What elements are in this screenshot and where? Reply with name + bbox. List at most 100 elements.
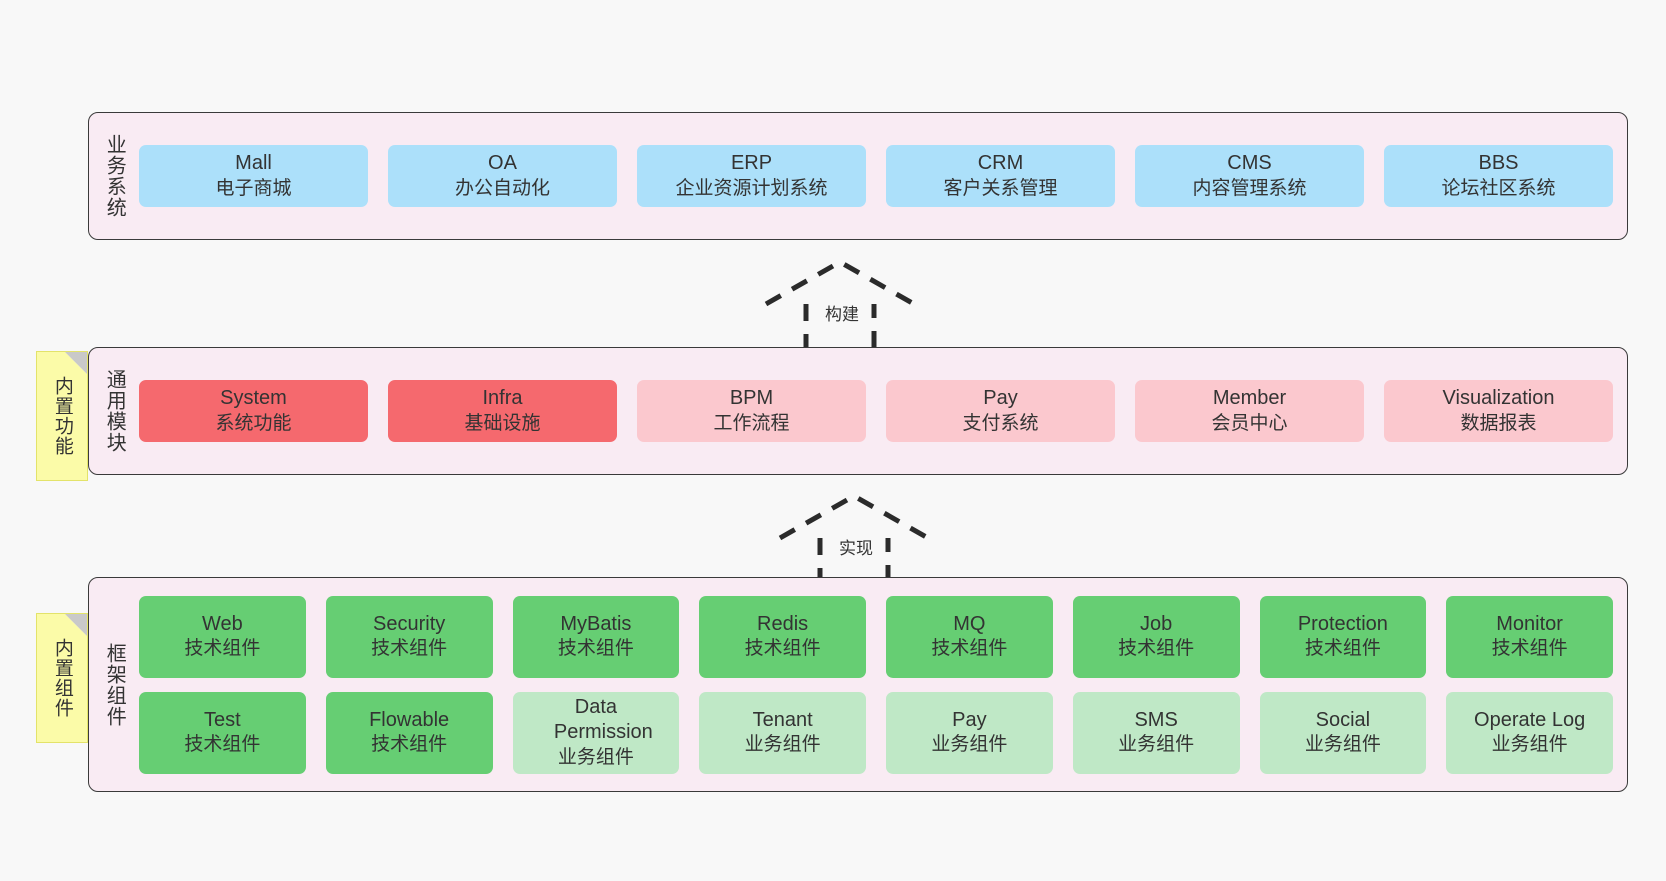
card-title-zh: 业务组件 xyxy=(1304,734,1381,756)
card-web[interactable]: Web 技术组件 xyxy=(139,595,306,678)
card-pay-component[interactable]: Pay 业务组件 xyxy=(886,691,1053,774)
card-title-en: MyBatis xyxy=(560,612,632,635)
card-title-zh: 业务组件 xyxy=(1491,734,1568,756)
card-title-en: Web xyxy=(201,612,243,635)
connector-build-label: 构建 xyxy=(825,305,860,324)
card-member[interactable]: Member 会员中心 xyxy=(1135,380,1364,442)
card-title-zh: 技术组件 xyxy=(184,638,261,660)
card-title-zh: 企业资源计划系统 xyxy=(675,177,828,199)
card-title-zh: 业务组件 xyxy=(1118,734,1195,756)
card-title-zh: 业务组件 xyxy=(931,734,1008,756)
card-title-en: Test xyxy=(204,708,241,731)
card-job[interactable]: Job 技术组件 xyxy=(1072,595,1240,678)
card-oa[interactable]: OA 办公自动化 xyxy=(388,145,617,207)
card-title-en: Flowable xyxy=(369,708,450,731)
note-builtin-features: 内置功能 xyxy=(36,351,88,481)
card-title-zh: 技术组件 xyxy=(371,638,448,660)
layer-title-framework-component: 框架组件 xyxy=(103,642,126,727)
card-infra[interactable]: Infra 基础设施 xyxy=(388,380,617,442)
card-row: Mall 电子商城 OA 办公自动化 ERP 企业资源计划系统 CRM 客户关系… xyxy=(139,145,1613,207)
card-row: System 系统功能 Infra 基础设施 BPM 工作流程 Pay 支付系统… xyxy=(139,380,1613,442)
card-title-zh: 系统功能 xyxy=(215,412,292,434)
card-title-zh: 支付系统 xyxy=(962,412,1039,434)
card-mall[interactable]: Mall 电子商城 xyxy=(139,145,368,207)
card-social[interactable]: Social 业务组件 xyxy=(1259,691,1427,774)
card-title-en: CRM xyxy=(977,152,1024,175)
card-crm[interactable]: CRM 客户关系管理 xyxy=(886,145,1115,207)
card-bbs[interactable]: BBS 论坛社区系统 xyxy=(1384,145,1613,207)
card-title-en: Monitor xyxy=(1496,612,1563,635)
card-title-zh: 会员中心 xyxy=(1211,412,1288,434)
card-row: Test 技术组件 Flowable 技术组件 Data Permission … xyxy=(139,691,1613,774)
card-title-en: CMS xyxy=(1227,152,1272,175)
card-bpm[interactable]: BPM 工作流程 xyxy=(637,380,866,442)
card-visualization[interactable]: Visualization 数据报表 xyxy=(1384,380,1613,442)
note-builtin-components: 内置组件 xyxy=(36,613,88,743)
card-title-zh: 技术组件 xyxy=(931,638,1008,660)
card-title-en: Redis xyxy=(757,612,809,635)
card-title-en: OA xyxy=(488,152,517,175)
card-title-zh: 业务组件 xyxy=(744,734,821,756)
card-title-en: Operate Log xyxy=(1474,708,1586,731)
card-title-zh: 技术组件 xyxy=(1304,638,1381,660)
card-title-en: SMS xyxy=(1134,708,1178,731)
card-data-permission[interactable]: Data Permission 业务组件 xyxy=(512,691,680,774)
card-title-en: Pay xyxy=(952,708,987,731)
card-row: Web 技术组件 Security 技术组件 MyBatis 技术组件 Redi… xyxy=(139,595,1613,678)
card-title-en: ERP xyxy=(730,152,773,175)
card-title-en: Mall xyxy=(235,152,272,175)
connector-implement-arrow: 实现 xyxy=(774,490,934,590)
card-title-zh: 技术组件 xyxy=(184,734,261,756)
card-pay[interactable]: Pay 支付系统 xyxy=(886,380,1115,442)
card-erp[interactable]: ERP 企业资源计划系统 xyxy=(637,145,866,207)
note-label: 内置组件 xyxy=(51,638,73,718)
card-monitor[interactable]: Monitor 技术组件 xyxy=(1446,595,1613,678)
card-title-en: Tenant xyxy=(752,708,813,731)
card-title-en: System xyxy=(220,387,287,410)
layer-title-common-module: 通用模块 xyxy=(103,369,126,453)
card-title-en: Infra xyxy=(482,387,523,410)
card-title-zh: 内容管理系统 xyxy=(1192,177,1307,199)
layer-body-framework-component: Web 技术组件 Security 技术组件 MyBatis 技术组件 Redi… xyxy=(139,578,1627,791)
card-title-en: Security xyxy=(373,612,446,635)
card-title-en: MQ xyxy=(953,612,986,635)
layer-body-business-system: Mall 电子商城 OA 办公自动化 ERP 企业资源计划系统 CRM 客户关系… xyxy=(139,113,1627,239)
card-test[interactable]: Test 技术组件 xyxy=(139,691,306,774)
card-title-zh: 办公自动化 xyxy=(454,177,550,199)
card-mybatis[interactable]: MyBatis 技术组件 xyxy=(512,595,680,678)
card-title-zh: 业务组件 xyxy=(557,746,634,768)
layer-framework-component: 框架组件 Web 技术组件 Security 技术组件 MyBatis 技术组件… xyxy=(88,577,1628,792)
card-title-zh: 工作流程 xyxy=(713,412,790,434)
layer-title-business-system: 业务系统 xyxy=(103,134,126,218)
layer-business-system: 业务系统 Mall 电子商城 OA 办公自动化 ERP 企业资源计划系统 CRM… xyxy=(88,112,1628,240)
card-title-en: Data Permission xyxy=(553,695,653,744)
card-title-en: Protection xyxy=(1297,612,1388,635)
card-tenant[interactable]: Tenant 业务组件 xyxy=(699,691,866,774)
card-title-en: Social xyxy=(1315,708,1371,731)
card-operate-log[interactable]: Operate Log 业务组件 xyxy=(1446,691,1613,774)
card-title-zh: 数据报表 xyxy=(1460,412,1537,434)
card-title-en: Job xyxy=(1140,612,1173,635)
card-system[interactable]: System 系统功能 xyxy=(139,380,368,442)
card-title-zh: 技术组件 xyxy=(371,734,448,756)
card-title-zh: 技术组件 xyxy=(1491,638,1568,660)
note-label: 内置功能 xyxy=(51,376,73,456)
card-title-en: BPM xyxy=(729,387,774,410)
card-title-zh: 技术组件 xyxy=(744,638,821,660)
card-title-zh: 客户关系管理 xyxy=(943,177,1058,199)
card-protection[interactable]: Protection 技术组件 xyxy=(1259,595,1427,678)
card-redis[interactable]: Redis 技术组件 xyxy=(699,595,866,678)
card-sms[interactable]: SMS 业务组件 xyxy=(1072,691,1240,774)
card-title-zh: 技术组件 xyxy=(557,638,634,660)
card-mq[interactable]: MQ 技术组件 xyxy=(886,595,1053,678)
card-title-zh: 基础设施 xyxy=(464,412,541,434)
card-title-en: Visualization xyxy=(1442,387,1555,410)
card-title-en: BBS xyxy=(1478,152,1519,175)
card-flowable[interactable]: Flowable 技术组件 xyxy=(325,691,493,774)
card-title-en: Member xyxy=(1212,387,1287,410)
card-security[interactable]: Security 技术组件 xyxy=(325,595,493,678)
card-title-zh: 论坛社区系统 xyxy=(1441,177,1556,199)
card-cms[interactable]: CMS 内容管理系统 xyxy=(1135,145,1364,207)
connector-implement-label: 实现 xyxy=(839,539,874,558)
layer-common-module: 通用模块 System 系统功能 Infra 基础设施 BPM 工作流程 Pay… xyxy=(88,347,1628,475)
